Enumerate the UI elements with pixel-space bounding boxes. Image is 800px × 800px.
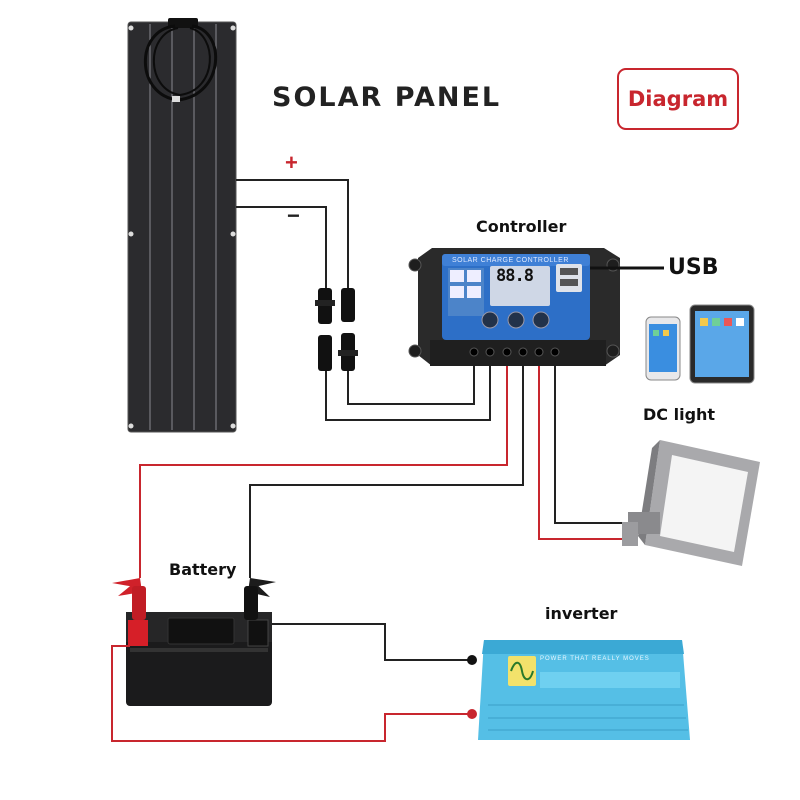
dc-light-label: DC light — [643, 405, 716, 424]
controller-display: 88.8 — [496, 266, 534, 286]
positive-terminal-label: + — [285, 150, 298, 175]
controller-header-text: SOLAR CHARGE CONTROLLER — [452, 257, 569, 264]
inverter-label: inverter — [545, 604, 618, 623]
inverter-wires — [111, 623, 472, 742]
mc4-connectors — [315, 288, 358, 371]
controller-label: Controller — [476, 217, 567, 236]
battery — [112, 578, 276, 706]
dc-light — [622, 440, 760, 566]
diagram-badge: Diagram — [617, 68, 739, 130]
solar-panel — [127, 18, 237, 433]
panel-wires — [236, 179, 491, 421]
usb-label: USB — [668, 255, 719, 280]
usb-devices — [645, 304, 755, 384]
dc-light-wires — [538, 366, 638, 540]
negative-terminal-label: − — [287, 203, 300, 228]
charge-controller — [408, 248, 620, 366]
inverter — [467, 640, 690, 740]
inverter-slogan: POWER THAT REALLY MOVES — [540, 656, 650, 662]
diagram-title: SOLAR PANEL — [272, 82, 502, 113]
battery-wires — [139, 366, 524, 578]
battery-label: Battery — [169, 560, 237, 579]
